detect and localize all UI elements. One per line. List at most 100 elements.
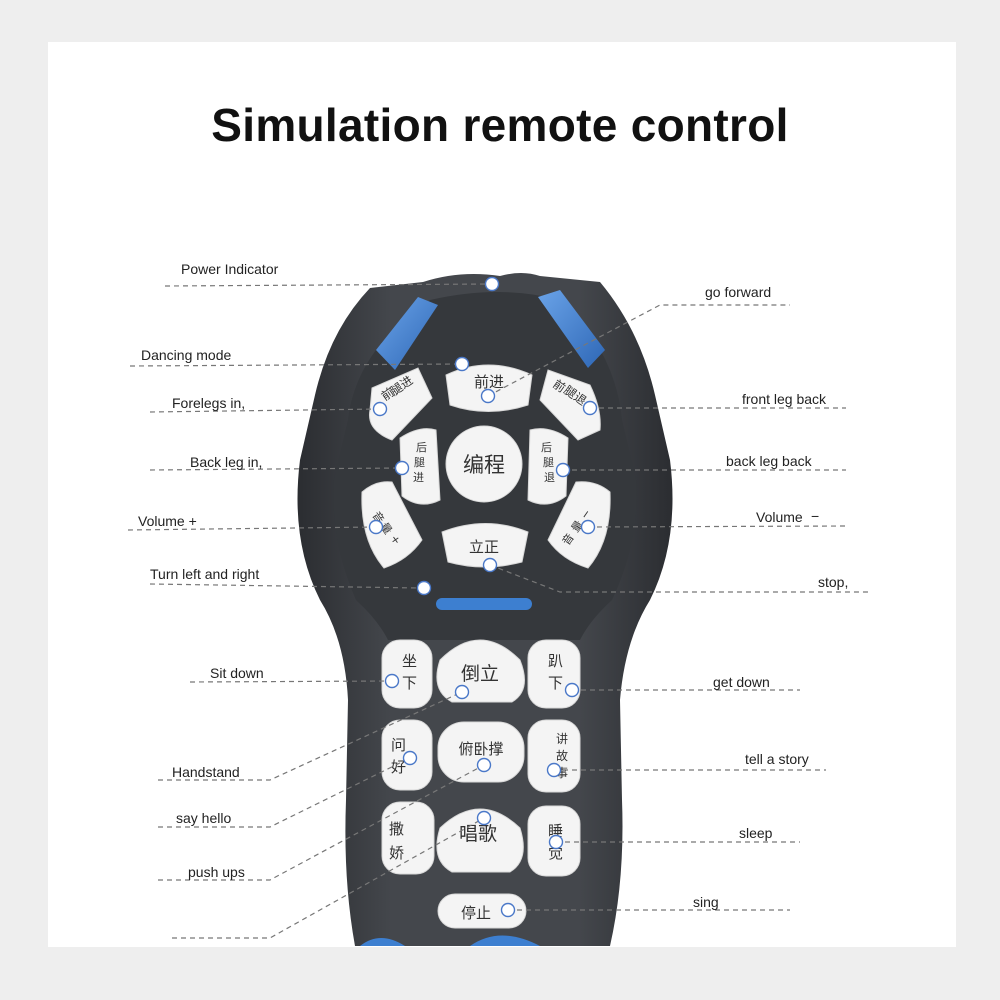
right-blue-accent [538,290,605,368]
label-stop: stop, [818,574,848,590]
button-stop[interactable]: 停止 [437,893,527,929]
label-say-hello: say hello [176,810,231,826]
leader-turn [149,583,421,589]
marker-power-indicator [484,276,500,292]
marker-get-down [564,682,580,698]
center-blue-strip [436,598,532,610]
button-backleg-back[interactable]: 后 腿 退 [527,428,569,505]
button-say-hello-char2: 好 [391,758,406,776]
marker-front-leg-back [582,400,598,416]
label-sleep: sleep [739,825,773,841]
button-tell-story-char2: 故 [556,748,568,763]
button-say-hello-char1: 问 [391,736,406,754]
button-backleg-in[interactable]: 后 腿 进 [399,428,441,505]
label-dancing-mode: Dancing mode [141,347,231,363]
marker-tell-story [546,762,562,778]
label-go-forward: go forward [705,284,771,300]
button-sing[interactable]: 唱歌 [436,808,524,873]
button-tell-story[interactable]: 讲 故 事 [527,719,581,793]
marker-stop [482,557,498,573]
label-back-leg-in: Back leg in, [190,454,262,470]
button-push-ups[interactable]: 俯卧撑 [437,721,525,783]
button-volume-plus[interactable]: 音 量 + [361,481,423,569]
callout-labels: Power Indicator go forward Dancing mode … [138,261,848,910]
button-handstand-label: 倒立 [461,663,499,685]
leader-go-forward [487,304,790,397]
button-get-down-char2: 下 [548,674,563,692]
button-forward-label: 前进 [474,373,504,391]
button-push-ups-label: 俯卧撑 [458,740,503,758]
label-volume-minus: Volume [756,509,803,525]
leader-forelegs-in [149,408,381,413]
button-sit-down[interactable]: 坐 下 [381,639,433,709]
bottom-left-blue-accent [360,938,405,946]
bottom-blue-accent [470,935,540,946]
label-front-leg-back: front leg back [742,391,827,407]
label-sit-down: Sit down [210,665,264,681]
marker-sleep [548,834,564,850]
label-volume-plus: Volume + [138,513,197,529]
marker-push-ups [476,757,492,773]
button-stop-label: 停止 [461,904,491,922]
label-tell-a-story: tell a story [745,751,809,767]
button-sleep-char2: 觉 [548,844,563,862]
button-sing-label: 唱歌 [459,823,497,845]
leader-back-leg-in [149,467,403,471]
leader-push-ups [158,764,485,881]
marker-sing [500,902,516,918]
label-forelegs-in: Forelegs in, [172,395,245,411]
button-volume-minus[interactable]: 音 量 − [547,481,611,569]
marker-back-leg-back [555,462,571,478]
marker-handstand [454,684,470,700]
button-act-cute-char1: 撒 [389,820,404,838]
leader-lines [127,283,870,939]
label-sing: sing [693,894,719,910]
button-tell-story-char1: 讲 [556,731,568,746]
leader-dancing-mode [129,363,463,367]
label-get-down: get down [713,674,770,690]
button-forward[interactable]: 前进 [445,364,533,412]
label-volume-minus-sign: − [811,508,819,524]
marker-act-cute [476,810,492,826]
button-program[interactable]: 编程 [445,425,523,503]
button-sleep-char1: 睡 [548,822,563,840]
label-push-ups: push ups [188,864,245,880]
leader-say-hello [158,757,411,828]
button-act-cute-char2: 娇 [389,844,404,862]
marker-dancing-mode [454,356,470,372]
leader-volume-minus [587,525,847,528]
button-sit-down-char2: 下 [402,674,417,692]
label-power-indicator: Power Indicator [181,261,279,277]
label-turn-left-right: Turn left and right [150,566,259,582]
marker-sit-down [384,673,400,689]
button-stand[interactable]: 立正 [441,523,529,568]
leader-handstand [158,691,463,781]
label-back-leg-back: back leg back [726,453,813,469]
leader-sit-down [189,680,393,683]
button-program-label: 编程 [463,453,505,477]
button-get-down-char1: 趴 [548,652,563,670]
left-blue-accent [376,297,438,370]
marker-go-forward [480,388,496,404]
button-backleg-in-char1: 后 [416,441,427,454]
button-foreleg-in[interactable]: 前 腿进 [368,367,433,441]
button-backleg-in-char2: 腿 [414,456,425,469]
label-handstand: Handstand [172,764,240,780]
page-title: Simulation remote control [211,99,789,151]
button-stand-label: 立正 [469,538,499,556]
leader-stop [489,564,870,593]
button-backleg-in-char3: 进 [413,471,424,484]
marker-dots [368,276,598,918]
button-backleg-back-char3: 退 [544,471,555,484]
button-act-cute[interactable]: 撒 娇 [381,801,435,875]
marker-say-hello [402,750,418,766]
button-sit-down-char1: 坐 [402,652,417,670]
marker-forelegs-in [372,401,388,417]
marker-turn [416,580,432,596]
button-backleg-back-char2: 腿 [543,456,554,469]
marker-back-leg-in [394,460,410,476]
button-get-down[interactable]: 趴 下 [527,639,581,709]
marker-volume-plus [368,519,384,535]
